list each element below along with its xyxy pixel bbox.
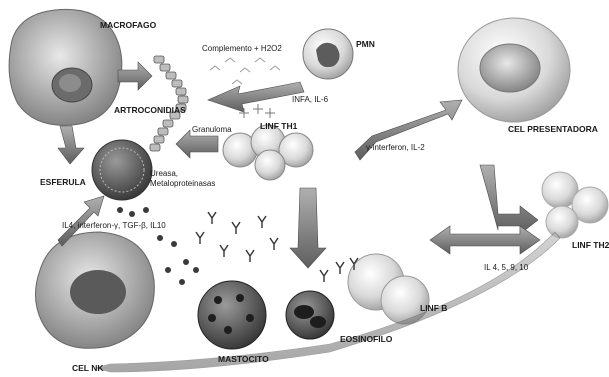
complement-molecules <box>210 58 280 84</box>
b-lymphocyte <box>348 254 429 324</box>
label-macrofago: MACROFAGO <box>100 21 156 30</box>
label-il4-ifn-tgf-il10: IL4, interferon-γ, TGF-β, IL10 <box>62 222 166 231</box>
label-infa-il6: INFA, IL-6 <box>292 96 328 105</box>
label-granuloma: Granuloma <box>192 126 232 135</box>
connection-marks <box>239 104 275 118</box>
mast-cell <box>198 281 266 349</box>
label-mastocito: MASTOCITO <box>218 355 269 364</box>
label-artroconidias: ARTROCONIDIAS <box>114 106 186 115</box>
label-linf-th1: LINF TH1 <box>260 122 297 131</box>
label-esferula: ESFERULA <box>40 178 86 187</box>
label-ureasa: Ureasa, <box>150 170 178 179</box>
label-complemento: Complemento + H2O2 <box>202 45 282 54</box>
label-cel-presentadora: CEL PRESENTADORA <box>508 125 598 134</box>
label-interferon-il2: γ-interferon, IL-2 <box>366 144 425 153</box>
arthroconidia-chain <box>150 56 188 151</box>
label-linf-th2: LINF TH2 <box>572 241 609 250</box>
th1-cluster <box>223 125 313 180</box>
spherule <box>92 140 152 200</box>
label-il-4-5-9-10: IL 4, 5, 9, 10 <box>484 264 528 273</box>
eosinophil <box>286 291 334 339</box>
nk-cell <box>35 232 154 348</box>
antibody-glyphs <box>196 212 358 282</box>
label-metaloproteinasas: Metaloproteinasas <box>150 180 215 189</box>
th2-cluster <box>542 172 608 238</box>
pmn-cell <box>303 29 353 79</box>
label-eosinofilo: EOSINOFILO <box>340 335 392 344</box>
antigen-presenting-cell <box>458 18 570 122</box>
label-cel-nk: CEL NK <box>72 364 104 373</box>
label-pmn: PMN <box>356 40 375 49</box>
label-linf-b: LINF B <box>420 304 447 313</box>
